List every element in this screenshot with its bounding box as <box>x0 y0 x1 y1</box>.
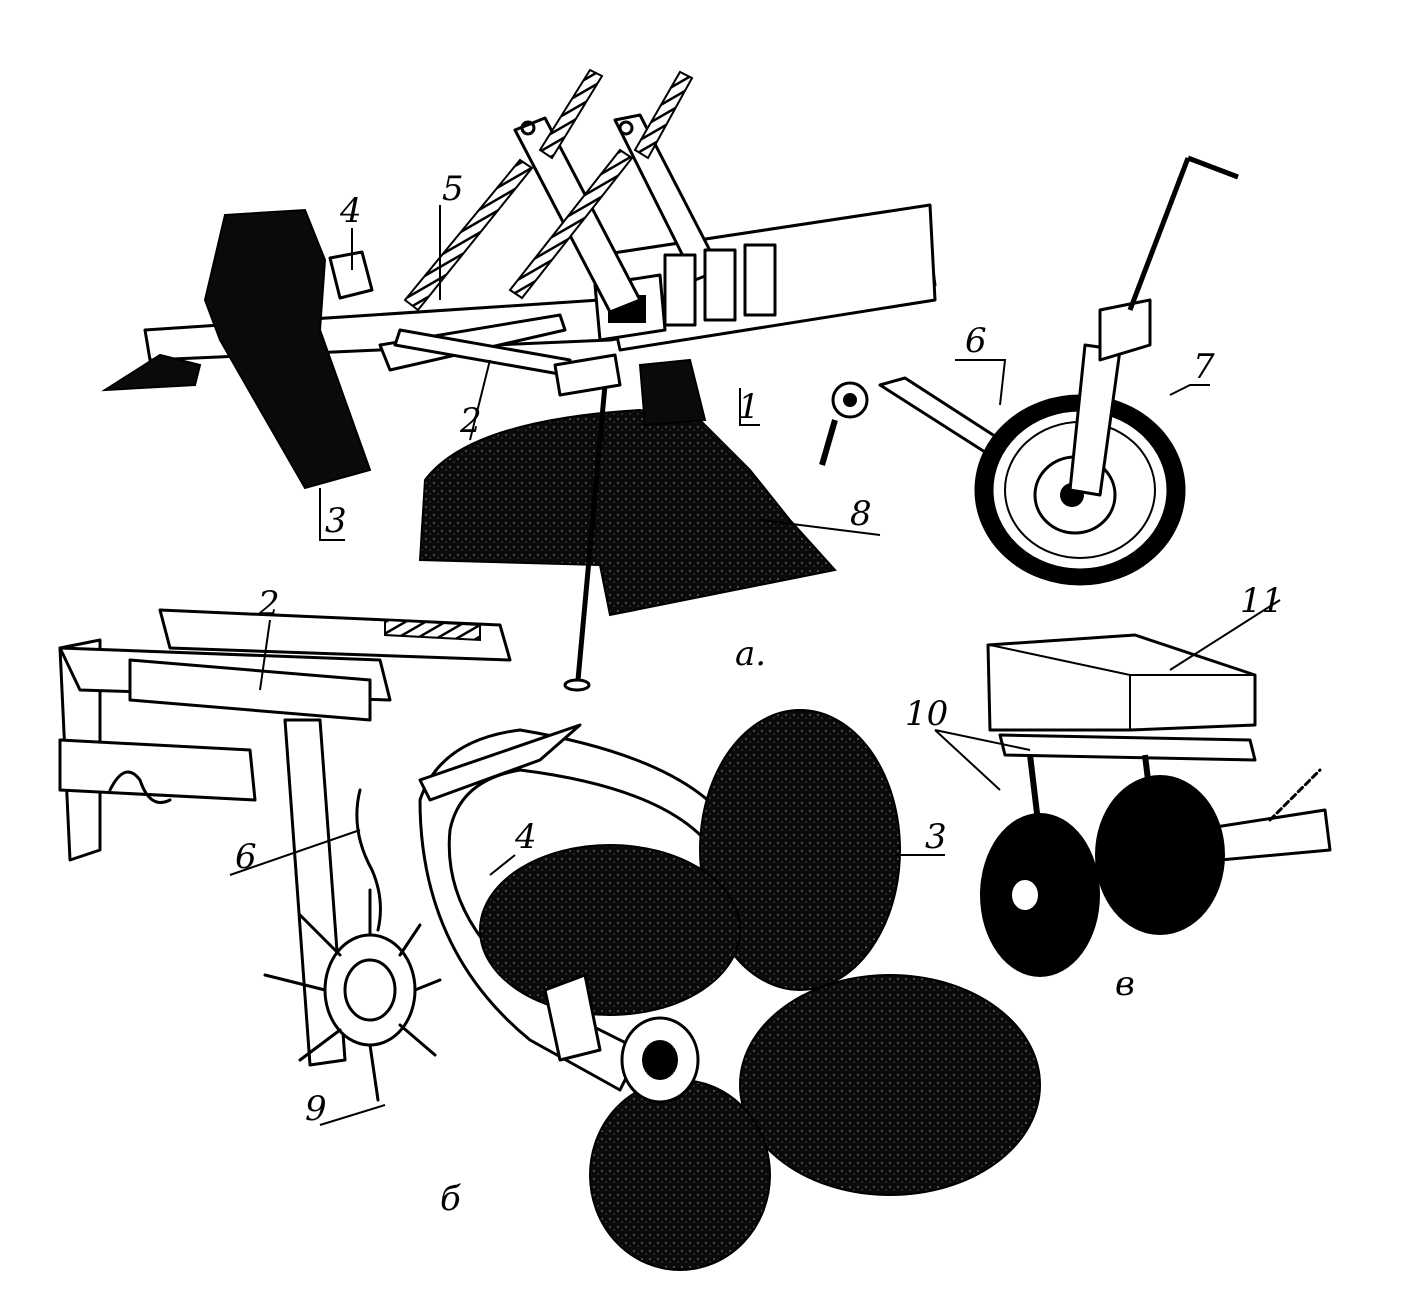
seeder-frame <box>998 733 1257 762</box>
label-b3: 3 <box>925 817 947 857</box>
label-a8: 8 <box>850 494 872 534</box>
coulter-fin <box>203 208 372 490</box>
label-a3: 3 <box>325 501 347 541</box>
bearing-bracket <box>543 973 602 1062</box>
label-b2: 2 <box>257 584 280 624</box>
b-spring <box>384 618 481 642</box>
part-labels: 1 2 3 4 5 6 7 8 a. 2 3 4 6 9 б 10 11 в <box>235 169 1283 1219</box>
adjust-screw <box>1127 157 1191 311</box>
seeder-disc-rear <box>1095 775 1225 935</box>
star-wheel <box>263 888 442 1102</box>
part-a-plough <box>101 68 1239 692</box>
b-curved-arm <box>418 728 742 1092</box>
b-clamp <box>58 738 257 802</box>
seeder-chain <box>1268 768 1322 822</box>
label-b6: 6 <box>235 837 257 877</box>
part-v-seeder <box>980 633 1332 977</box>
b-clamp-loop <box>108 770 172 804</box>
disc-upper <box>699 709 901 991</box>
b-arm-plate <box>418 723 582 802</box>
b-beam-2 <box>128 658 372 722</box>
label-a2: 2 <box>459 401 482 441</box>
label-b4: 4 <box>514 817 537 857</box>
pivot-hub <box>843 393 857 407</box>
label-a4: 4 <box>339 191 362 231</box>
tower-bolt <box>618 120 634 136</box>
part-b-disc-plough <box>58 608 1041 1271</box>
rod-foot <box>563 678 591 692</box>
disc-right <box>739 974 1041 1196</box>
leader-lines <box>229 205 1281 1126</box>
disc-bearing-core <box>642 1040 678 1080</box>
spring-5 <box>403 158 534 312</box>
spring-upper-left <box>538 68 604 160</box>
spring-upper-right <box>633 70 694 160</box>
hopper <box>986 633 1257 732</box>
mouldboard <box>418 408 837 617</box>
front-share <box>101 353 202 392</box>
disc-middle <box>479 844 741 1016</box>
label-b9: 9 <box>305 1089 327 1129</box>
disc-lower <box>589 1079 771 1271</box>
label-a7: 7 <box>1193 347 1215 387</box>
tower-bolt <box>520 120 536 136</box>
spring-rear <box>508 148 634 300</box>
depth-rod <box>575 384 608 681</box>
rear-leg <box>819 419 838 466</box>
beam-clamps <box>663 243 777 327</box>
seeder-disc-hub <box>1010 878 1040 912</box>
label-a1: 1 <box>738 387 760 427</box>
label-a5: 5 <box>442 169 464 209</box>
caption-b: б <box>440 1179 461 1219</box>
label-v11: 11 <box>1240 581 1283 621</box>
wheel-yoke <box>1098 298 1152 362</box>
adjust-handle <box>1187 155 1239 180</box>
label-v10: 10 <box>905 694 948 734</box>
caption-v: в <box>1115 964 1135 1004</box>
label-a6: 6 <box>965 321 987 361</box>
share-shank <box>638 358 707 427</box>
rod-bracket <box>553 353 622 397</box>
caption-a: a. <box>735 634 766 674</box>
b-rod <box>355 788 382 932</box>
